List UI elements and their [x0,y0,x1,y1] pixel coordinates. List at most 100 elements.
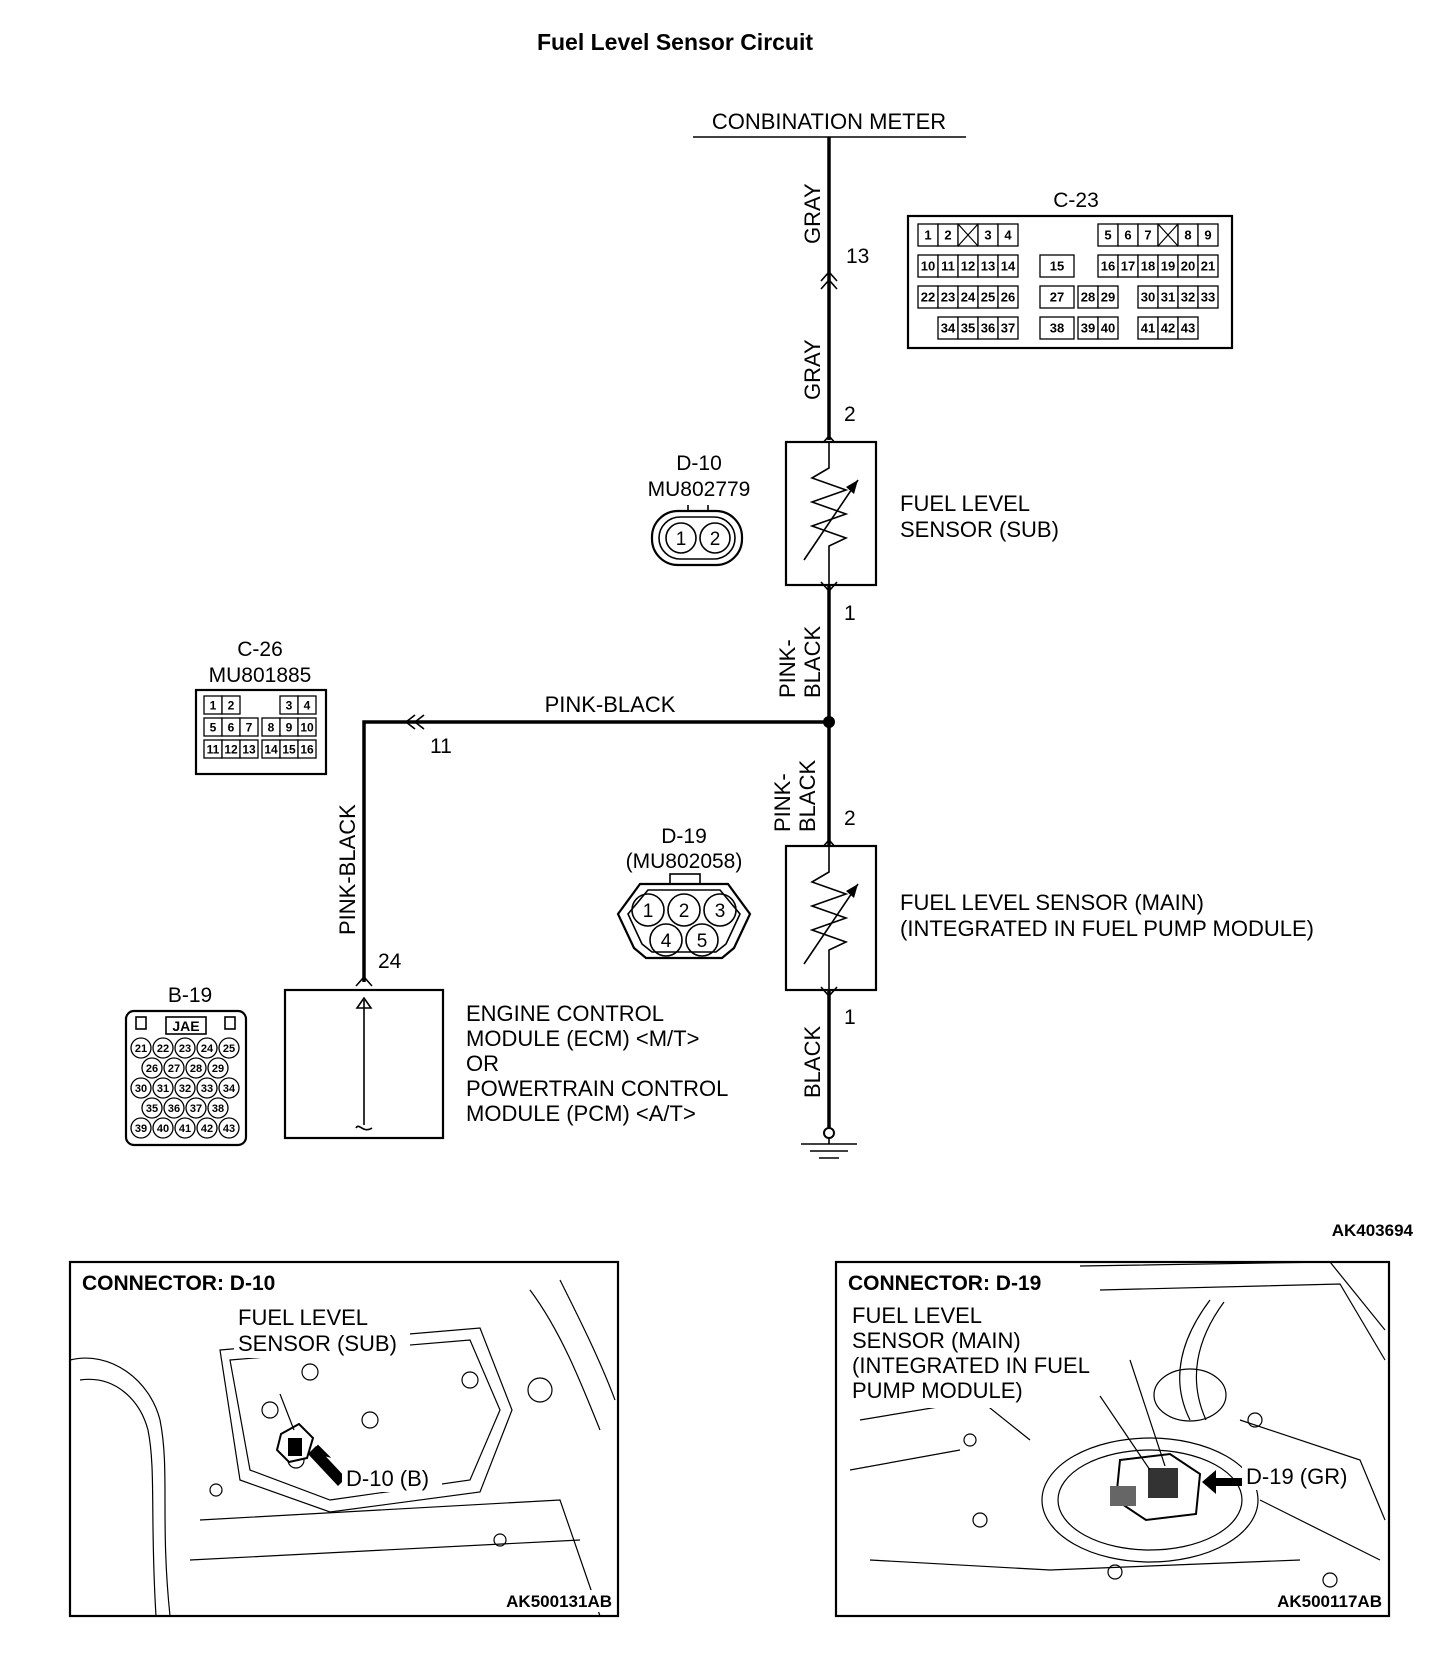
connector-pin: 16 [297,739,317,759]
connector-pin-number: 36 [981,321,995,336]
photo-right-label-3: (INTEGRATED IN FUEL [852,1353,1090,1378]
main-pin-2: 2 [844,807,856,830]
connector-pin: 38 [207,1097,229,1119]
photo-right-code: AK500117AB [1277,1592,1382,1611]
wire-color-gray-lower: GRAY [800,339,825,400]
connector-pin: 35 [957,316,979,340]
connector-pin: 26 [997,285,1019,309]
d10-pin: 1 [676,529,687,550]
connector-pin-number: 27 [168,1063,180,1075]
photo-left-code: AK500131AB [506,1592,612,1611]
connector-pin: 27 [163,1057,185,1079]
connector-pin: 17 [1117,254,1139,278]
sub-pin-2: 2 [844,403,856,426]
connector-pin-number: 7 [1144,228,1151,243]
connector-d10-name: D-10 [676,452,722,475]
connector-pin-number: 31 [157,1083,169,1095]
connector-pin: 4 [997,223,1019,247]
connector-pin: 31 [152,1077,174,1099]
wire-color-pink-black-lower-2: BLACK [795,760,820,832]
connector-pin: 6 [1117,223,1139,247]
connector-pin: 25 [977,285,999,309]
connector-pin: 26 [141,1057,163,1079]
connector-pin-number: 31 [1161,290,1175,305]
connector-d19: D-19 (MU802058) 1 2 3 4 5 [616,825,752,960]
connector-pin: 3 [279,695,299,715]
connector-chevron [355,975,373,987]
connector-c23-name: C-23 [1053,189,1099,212]
sub-sensor-label-2: SENSOR (SUB) [900,517,1059,542]
connector-pin-number: 11 [941,259,955,274]
connector-pin-number: 19 [1161,259,1175,274]
ecm-input-arrow [355,996,373,1009]
connector-pin: 1 [203,695,223,715]
d19-pin: 2 [679,901,690,922]
connector-pin: 14 [997,254,1019,278]
sub-sensor-label-1: FUEL LEVEL [900,491,1030,516]
connector-pin-number: 42 [201,1123,213,1135]
connector-pin: 35 [141,1097,163,1119]
d10-pin: 2 [710,529,721,550]
connector-pin: 41 [174,1117,196,1139]
connector-pin: 39 [130,1117,152,1139]
connector-pin-number: 22 [921,290,935,305]
connector-pin-number: 40 [157,1123,169,1135]
connector-pin-number: 33 [201,1083,213,1095]
ecm-label-3: OR [466,1051,499,1076]
connector-c26-name: C-26 [237,638,283,661]
d19-pin: 1 [643,901,654,922]
connector-pin: 30 [130,1077,152,1099]
connector-pin-number: 10 [300,720,314,734]
connector-pin-number: 25 [981,290,995,305]
connector-chevron [820,270,838,290]
connector-pin-number: 35 [146,1103,158,1115]
connector-pin: 15 [1039,254,1075,278]
connector-pin-number: 42 [1161,321,1175,336]
connector-pin: 16 [1097,254,1119,278]
connector-pin: 27 [1039,285,1075,309]
connector-pin-number: 2 [228,698,235,712]
connector-pin: 13 [239,739,259,759]
connector-pin: 11 [203,739,223,759]
connector-pin: 28 [1077,285,1099,309]
connector-pin: 30 [1137,285,1159,309]
connector-pin: 3 [977,223,999,247]
connector-pin-number: 14 [264,742,278,756]
connector-pin: 25 [218,1037,240,1059]
variable-resistor-sub [809,442,849,585]
connector-pin-number: 37 [190,1103,202,1115]
connector-pin-number: 21 [135,1043,147,1055]
connector-d19-part: (MU802058) [626,850,743,873]
connector-pin: 18 [1137,254,1159,278]
diagram-title: Fuel Level Sensor Circuit [537,29,813,55]
connector-pin: 21 [1197,254,1219,278]
connector-pin: 1 [917,223,939,247]
ecm-label-4: POWERTRAIN CONTROL [466,1076,728,1101]
connector-pin-number: 12 [224,742,238,756]
wire-color-pink-black-lower-1: PINK- [770,773,795,832]
connector-pin: 5 [203,717,223,737]
connector-pin-number: 29 [1101,290,1115,305]
connector-pin: 40 [152,1117,174,1139]
connector-pin: 12 [957,254,979,278]
connector-pin: 24 [957,285,979,309]
photo-right-label-4: PUMP MODULE) [852,1378,1023,1403]
connector-pin-number: 23 [941,290,955,305]
connector-pin-number: 30 [1141,290,1155,305]
combination-meter-label: CONBINATION METER [712,109,946,134]
connector-pin: 32 [1177,285,1199,309]
sub-pin-1: 1 [844,602,856,625]
photo-panel-d19: CONNECTOR: D-19 FUEL LEVEL SENSOR (MAIN)… [834,1260,1391,1618]
connector-d10: D-10 MU802779 1 2 [648,452,750,567]
connector-pin-number: 29 [212,1063,224,1075]
connector-pin: 36 [977,316,999,340]
connector-pin: 11 [937,254,959,278]
connector-c26-part: MU801885 [209,664,312,687]
connector-pin-number: 6 [228,720,235,734]
pin-13: 13 [846,245,869,268]
